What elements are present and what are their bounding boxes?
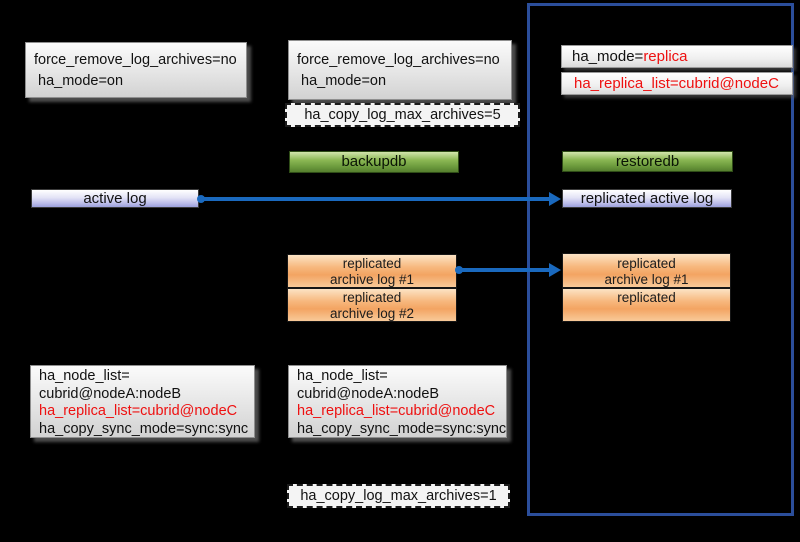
archive-log-arrow-head — [549, 263, 561, 277]
ha-replica-list-box: ha_replica_list=cubrid@nodeC — [561, 72, 793, 95]
replica-archive-log2-box: replicated — [562, 288, 731, 322]
config-line: cubrid@nodeA:nodeB — [297, 385, 440, 402]
archive-log-line: replicated — [617, 290, 676, 305]
archive-log-line: archive log #2 — [329, 306, 415, 321]
config-line-replica-list: ha_replica_list=cubrid@nodeC — [39, 403, 238, 419]
archive-log-arrow-line — [458, 268, 549, 272]
config-line: force_remove_log_archives=no — [34, 52, 237, 68]
active-log-box: active log — [31, 189, 199, 208]
config-line: ha_copy_sync_mode=sync:sync — [297, 420, 507, 437]
ha-mode-prefix: ha_mode= — [572, 48, 644, 65]
archive-log-line: replicated — [342, 256, 402, 271]
config-line: ha_mode=on — [38, 73, 124, 89]
ha-mode-value: replica — [643, 48, 688, 65]
active-log-arrow-line — [201, 197, 549, 201]
replica-node-frame — [527, 3, 794, 516]
archive-log-line: archive log #1 — [329, 272, 415, 287]
slave-archive-log2-box: replicated archive log #2 — [287, 288, 457, 322]
config-line: force_remove_log_archives=no — [297, 52, 500, 68]
restoredb-command-box: restoredb — [562, 151, 733, 172]
active-log-arrow-head — [549, 192, 561, 206]
archive-log-line: archive log #1 — [604, 272, 689, 287]
slave-config-box: force_remove_log_archives=no ha_mode=on — [288, 40, 512, 100]
slave-archive-log1-box: replicated archive log #1 — [287, 254, 457, 288]
master-ha-config-box: ha_node_list= cubrid@nodeA:nodeB ha_repl… — [30, 365, 255, 438]
config-line: ha_mode=on — [301, 73, 387, 89]
config-line: cubrid@nodeA:nodeB — [39, 385, 182, 402]
config-line: ha_node_list= — [39, 368, 130, 384]
archive-log-line: replicated — [342, 290, 402, 305]
slave-ha-config-box: ha_node_list= cubrid@nodeA:nodeB ha_repl… — [288, 365, 507, 438]
config-line: ha_node_list= — [297, 368, 388, 384]
archive-log-line: replicated — [617, 256, 676, 271]
master-config-box: force_remove_log_archives=no ha_mode=on — [25, 42, 247, 98]
ha-mode-replica-box: ha_mode=replica — [561, 45, 793, 68]
copy-log-max-archives-5-box: ha_copy_log_max_archives=5 — [285, 103, 520, 127]
config-line: ha_copy_sync_mode=sync:sync — [39, 420, 249, 437]
copy-log-max-archives-1-box: ha_copy_log_max_archives=1 — [287, 484, 510, 508]
config-line-replica-list: ha_replica_list=cubrid@nodeC — [297, 403, 496, 419]
replica-archive-log1-box: replicated archive log #1 — [562, 253, 731, 288]
replicated-active-log-box: replicated active log — [562, 189, 732, 208]
backupdb-command-box: backupdb — [289, 151, 459, 173]
